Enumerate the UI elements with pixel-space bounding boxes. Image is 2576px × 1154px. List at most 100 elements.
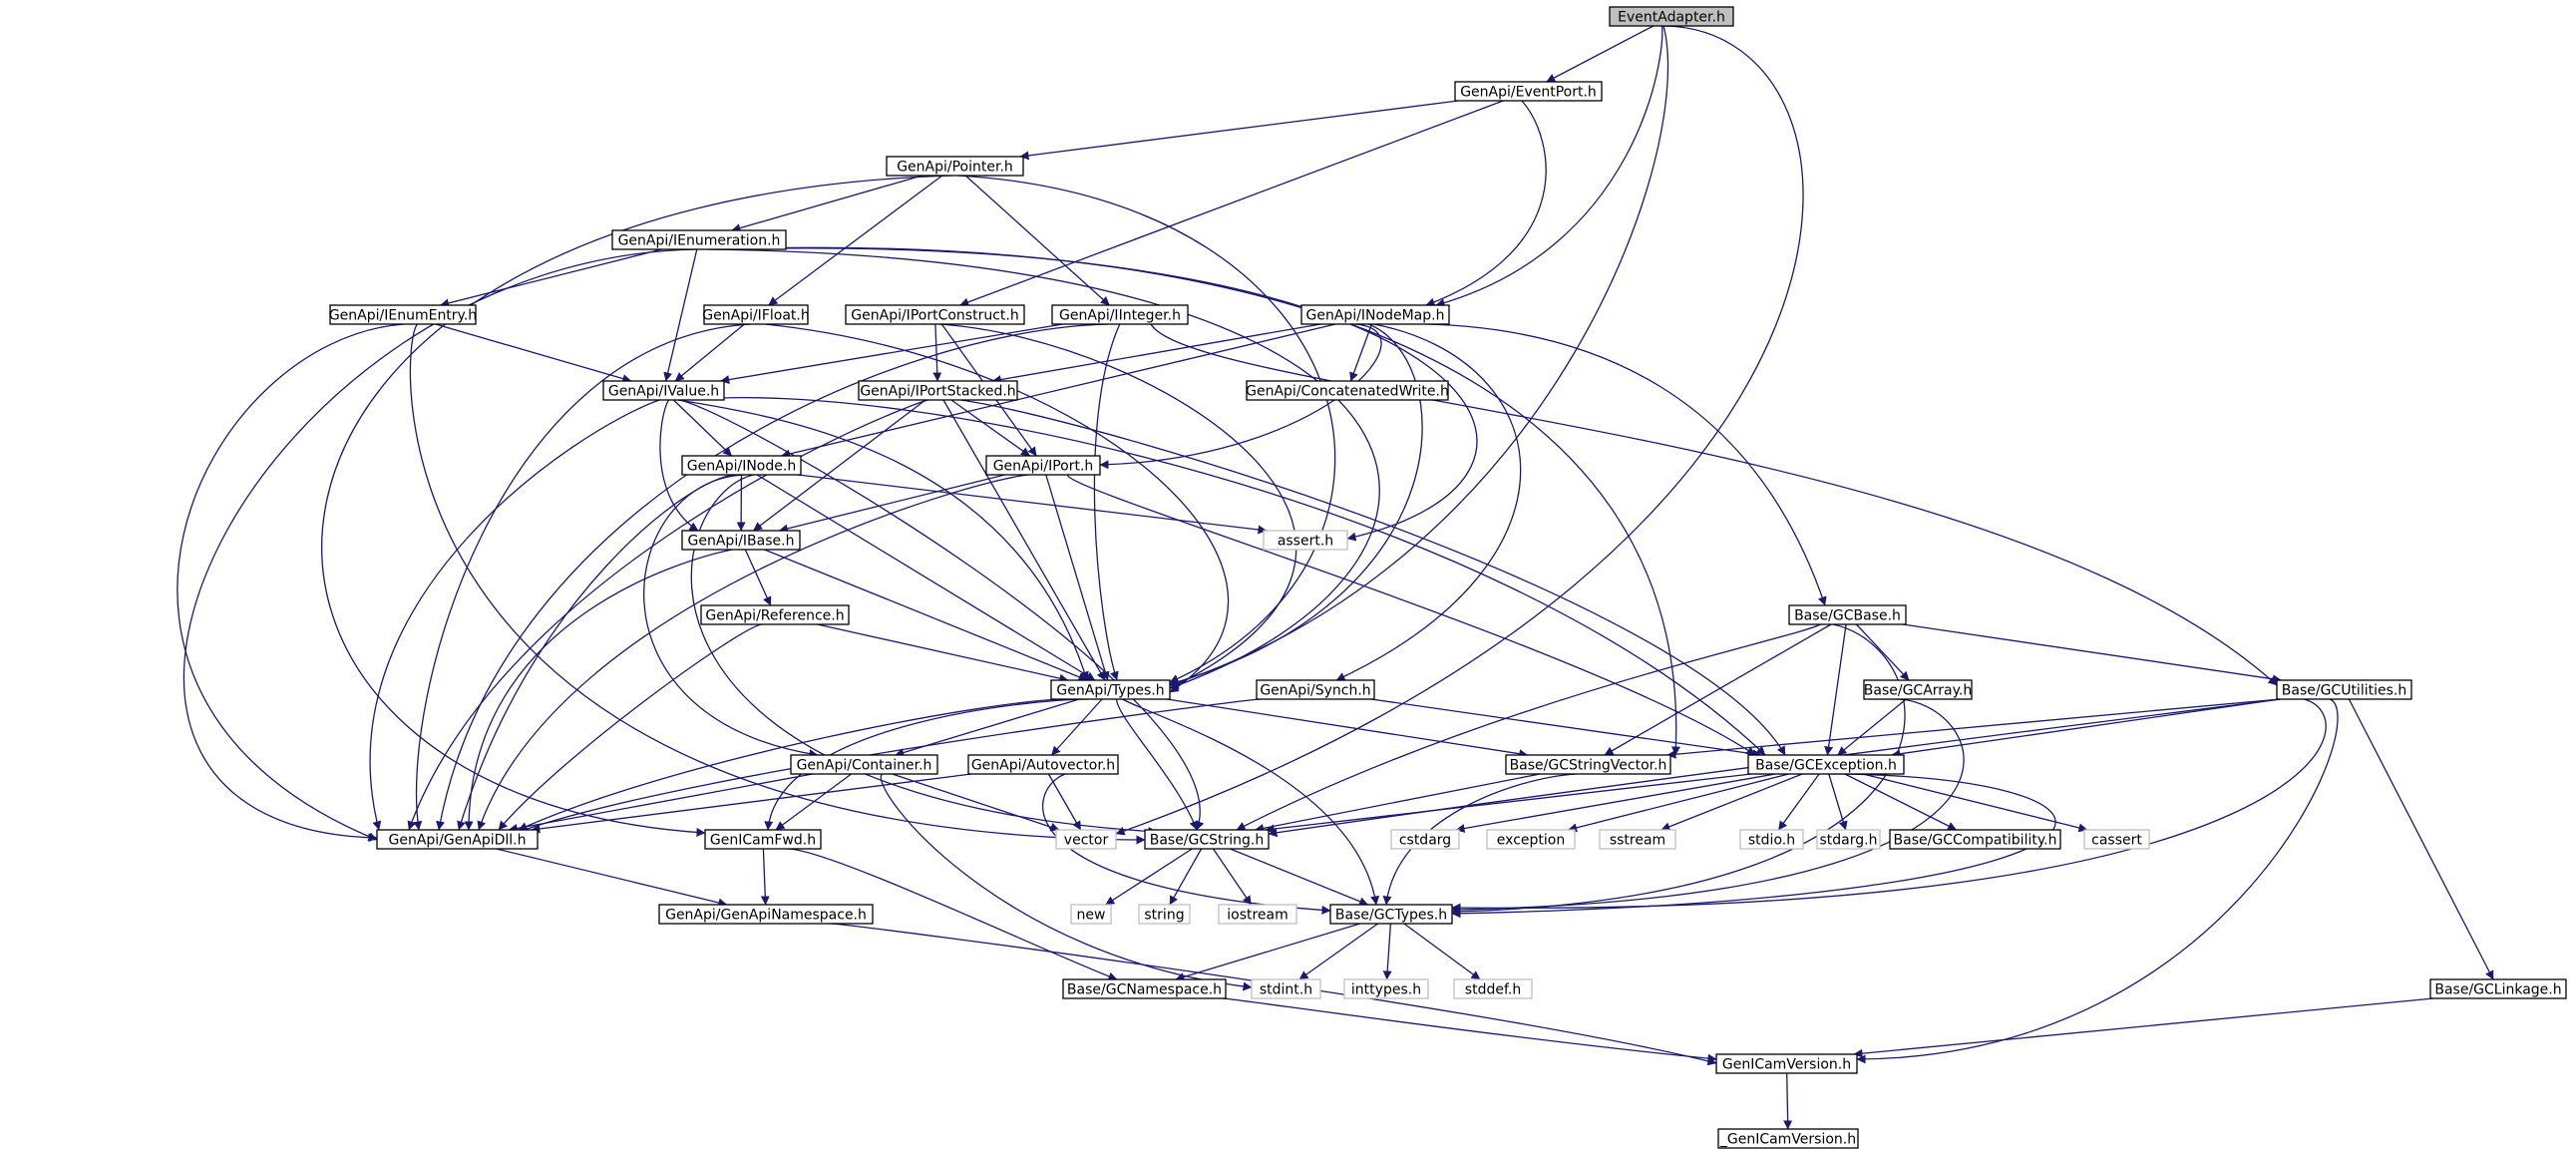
dependency-edge xyxy=(692,397,1766,756)
node-box xyxy=(1329,904,1453,925)
header-node[interactable]: GenApi/IValue.h xyxy=(602,380,725,401)
system-header-node: stdio.h xyxy=(1739,829,1804,850)
edge-GenApi/Types.h-to-Base/GCStringVector.h xyxy=(1166,698,1529,759)
header-node[interactable]: Base/GCNamespace.h xyxy=(1062,978,1227,999)
header-node[interactable]: _GenICamVersion.h xyxy=(1717,1128,1859,1149)
header-node[interactable]: GenApi/Autovector.h xyxy=(967,754,1119,775)
dependency-edge xyxy=(1837,698,1907,756)
header-node[interactable]: Base/GCBase.h xyxy=(1788,604,1907,625)
edge-Base/GCBase.h-to-Base/GCException.h xyxy=(1824,623,1847,756)
dependency-edge xyxy=(1382,923,1392,980)
header-node[interactable]: Base/GCCompatibility.h xyxy=(1889,829,2061,850)
edge-GenApi/IEnumeration.h-to-GenApi/Types.h xyxy=(707,248,1380,690)
node-box xyxy=(1739,829,1804,850)
edge-GenApi/IBase.h-to-GenApi/Reference.h xyxy=(744,549,772,606)
header-node[interactable]: GenApi/EventPort.h xyxy=(1454,81,1603,102)
edge-GenApi/EventPort.h-to-GenApi/IPortConstruct.h xyxy=(959,100,1504,307)
dependency-edge xyxy=(1335,323,1522,681)
dependency-edge xyxy=(672,399,733,457)
dependency-edge xyxy=(440,248,662,308)
edge-GenApi/Pointer.h-to-GenApi/IEnumeration.h xyxy=(731,175,922,232)
node-box xyxy=(700,604,850,625)
dependency-edge xyxy=(1255,773,1541,833)
node-label: GenApi/IPort.h xyxy=(993,459,1094,475)
header-node[interactable]: GenApi/Synch.h xyxy=(1256,679,1375,700)
node-label: stdint.h xyxy=(1260,982,1312,998)
header-node[interactable]: GenApi/IEnumEntry.h xyxy=(329,304,477,325)
header-node[interactable]: GenApi/IFloat.h xyxy=(702,304,810,325)
node-label: Base/GCStringVector.h xyxy=(1510,758,1667,774)
header-node[interactable]: Base/GCException.h xyxy=(1747,754,1905,775)
header-node[interactable]: GenApi/IPortConstruct.h xyxy=(845,304,1025,325)
dependency-edge xyxy=(677,399,1089,681)
edge-Base/GCUtilities.h-to-Base/GCStringVector.h xyxy=(1666,698,2281,759)
edge-GenApi/IFloat.h-to-GenApi/IValue.h xyxy=(674,323,745,382)
dependency-edge xyxy=(1425,100,1547,307)
node-label: cassert xyxy=(2091,833,2142,849)
header-node[interactable]: GenApi/Reference.h xyxy=(700,604,850,625)
edge-Base/GCBase.h-to-Base/GCStringVector.h xyxy=(1604,623,1832,756)
edge-GenApi/IValue.h-to-Base/GCException.h xyxy=(692,397,1766,756)
edge-GenApi/INodeMap.h-to-GenApi/ConcatenatedWrite.h xyxy=(1349,323,1373,382)
node-label: GenApi/IPortStacked.h xyxy=(860,384,1015,400)
edge-Base/GCLinkage.h-to-GenICamVersion.h xyxy=(1853,997,2434,1058)
header-node[interactable]: GenICamFwd.h xyxy=(704,829,822,850)
header-node[interactable]: GenApi/INodeMap.h xyxy=(1300,304,1450,325)
edge-GenApi/IEnumEntry.h-to-GenApi/IValue.h xyxy=(435,323,632,383)
dependency-edge xyxy=(1236,623,1821,831)
edge-GenApi/Container.h-to-GenICamFwd.h xyxy=(775,773,852,831)
edge-GenApi/IPortConstruct.h-to-GenApi/Types.h xyxy=(938,323,1297,689)
dependency-edge xyxy=(2348,698,2494,980)
node-box xyxy=(1609,6,1734,27)
edge-GenApi/IPort.h-to-GenApi/IBase.h xyxy=(778,474,1005,534)
header-node[interactable]: GenApi/IInteger.h xyxy=(1051,304,1189,325)
header-node[interactable]: GenApi/Pointer.h xyxy=(886,156,1024,177)
edge-GenApi/IInteger.h-to-GenApi/Types.h xyxy=(1093,323,1121,681)
header-node[interactable]: GenApi/IPortStacked.h xyxy=(858,380,1018,401)
node-box xyxy=(845,304,1025,325)
edge-GenApi/IPortConstruct.h-to-GenApi/IPortStacked.h xyxy=(932,323,942,382)
node-box xyxy=(1390,829,1460,850)
edge-EventAdapter.h-to-vector xyxy=(1115,25,1804,836)
header-node[interactable]: Base/GCUtilities.h xyxy=(2276,679,2412,700)
node-label: Base/GCLinkage.h xyxy=(2434,982,2561,998)
header-node[interactable]: GenApi/GenApiDll.h xyxy=(376,829,539,850)
dependency-edge xyxy=(1230,848,1369,906)
header-node[interactable]: GenApi/Container.h xyxy=(790,754,938,775)
dependency-edge xyxy=(718,247,1478,542)
header-node[interactable]: GenICamVersion.h xyxy=(1715,1053,1858,1074)
node-label: GenApi/EventPort.h xyxy=(1460,85,1597,101)
edge-GenApi/IPort.h-to-Base/GCException.h xyxy=(1067,474,1756,756)
header-node[interactable]: GenApi/GenApiNamespace.h xyxy=(658,904,874,925)
header-node[interactable]: Base/GCTypes.h xyxy=(1329,904,1453,925)
header-node[interactable]: Base/GCString.h xyxy=(1144,829,1270,850)
header-node[interactable]: Base/GCStringVector.h xyxy=(1505,754,1671,775)
node-box xyxy=(790,754,938,775)
node-label: cstdarg xyxy=(1399,833,1451,849)
dependency-edge xyxy=(1824,623,1847,756)
header-node[interactable]: GenApi/IBase.h xyxy=(681,530,801,551)
header-node[interactable]: GenApi/INode.h xyxy=(681,455,802,476)
header-node[interactable]: GenApi/IPort.h xyxy=(985,455,1101,476)
header-node[interactable]: Base/GCArray.h xyxy=(1863,679,1973,700)
node-label: Base/GCTypes.h xyxy=(1335,908,1447,924)
edge-Base/GCUtilities.h-to-Base/GCLinkage.h xyxy=(2348,698,2494,980)
dependency-edge xyxy=(1660,773,1803,832)
node-box xyxy=(704,829,822,850)
edge-GenApi/IEnumEntry.h-to-Base/GCString.h xyxy=(409,323,1146,845)
dependency-edge xyxy=(1568,773,1789,833)
header-node[interactable]: GenApi/ConcatenatedWrite.h xyxy=(1246,380,1449,401)
dependency-edge xyxy=(1093,323,1121,681)
dependency-edge xyxy=(880,773,1253,991)
header-node[interactable]: GenApi/IEnumeration.h xyxy=(611,229,787,250)
node-box xyxy=(1256,679,1375,700)
node-box xyxy=(1863,679,1973,700)
node-box xyxy=(1263,530,1348,551)
header-node[interactable]: GenApi/Types.h xyxy=(1050,679,1171,700)
edge-Base/GCTypes.h-to-Base/GCNamespace.h xyxy=(1175,923,1360,981)
node-label: GenApi/IValue.h xyxy=(608,384,719,400)
edge-GenApi/Synch.h-to-Base/GCException.h xyxy=(1370,698,1762,759)
dependency-edge xyxy=(321,175,952,837)
node-label: GenApi/GenApiNamespace.h xyxy=(665,908,867,924)
header-node[interactable]: Base/GCLinkage.h xyxy=(2429,978,2567,999)
